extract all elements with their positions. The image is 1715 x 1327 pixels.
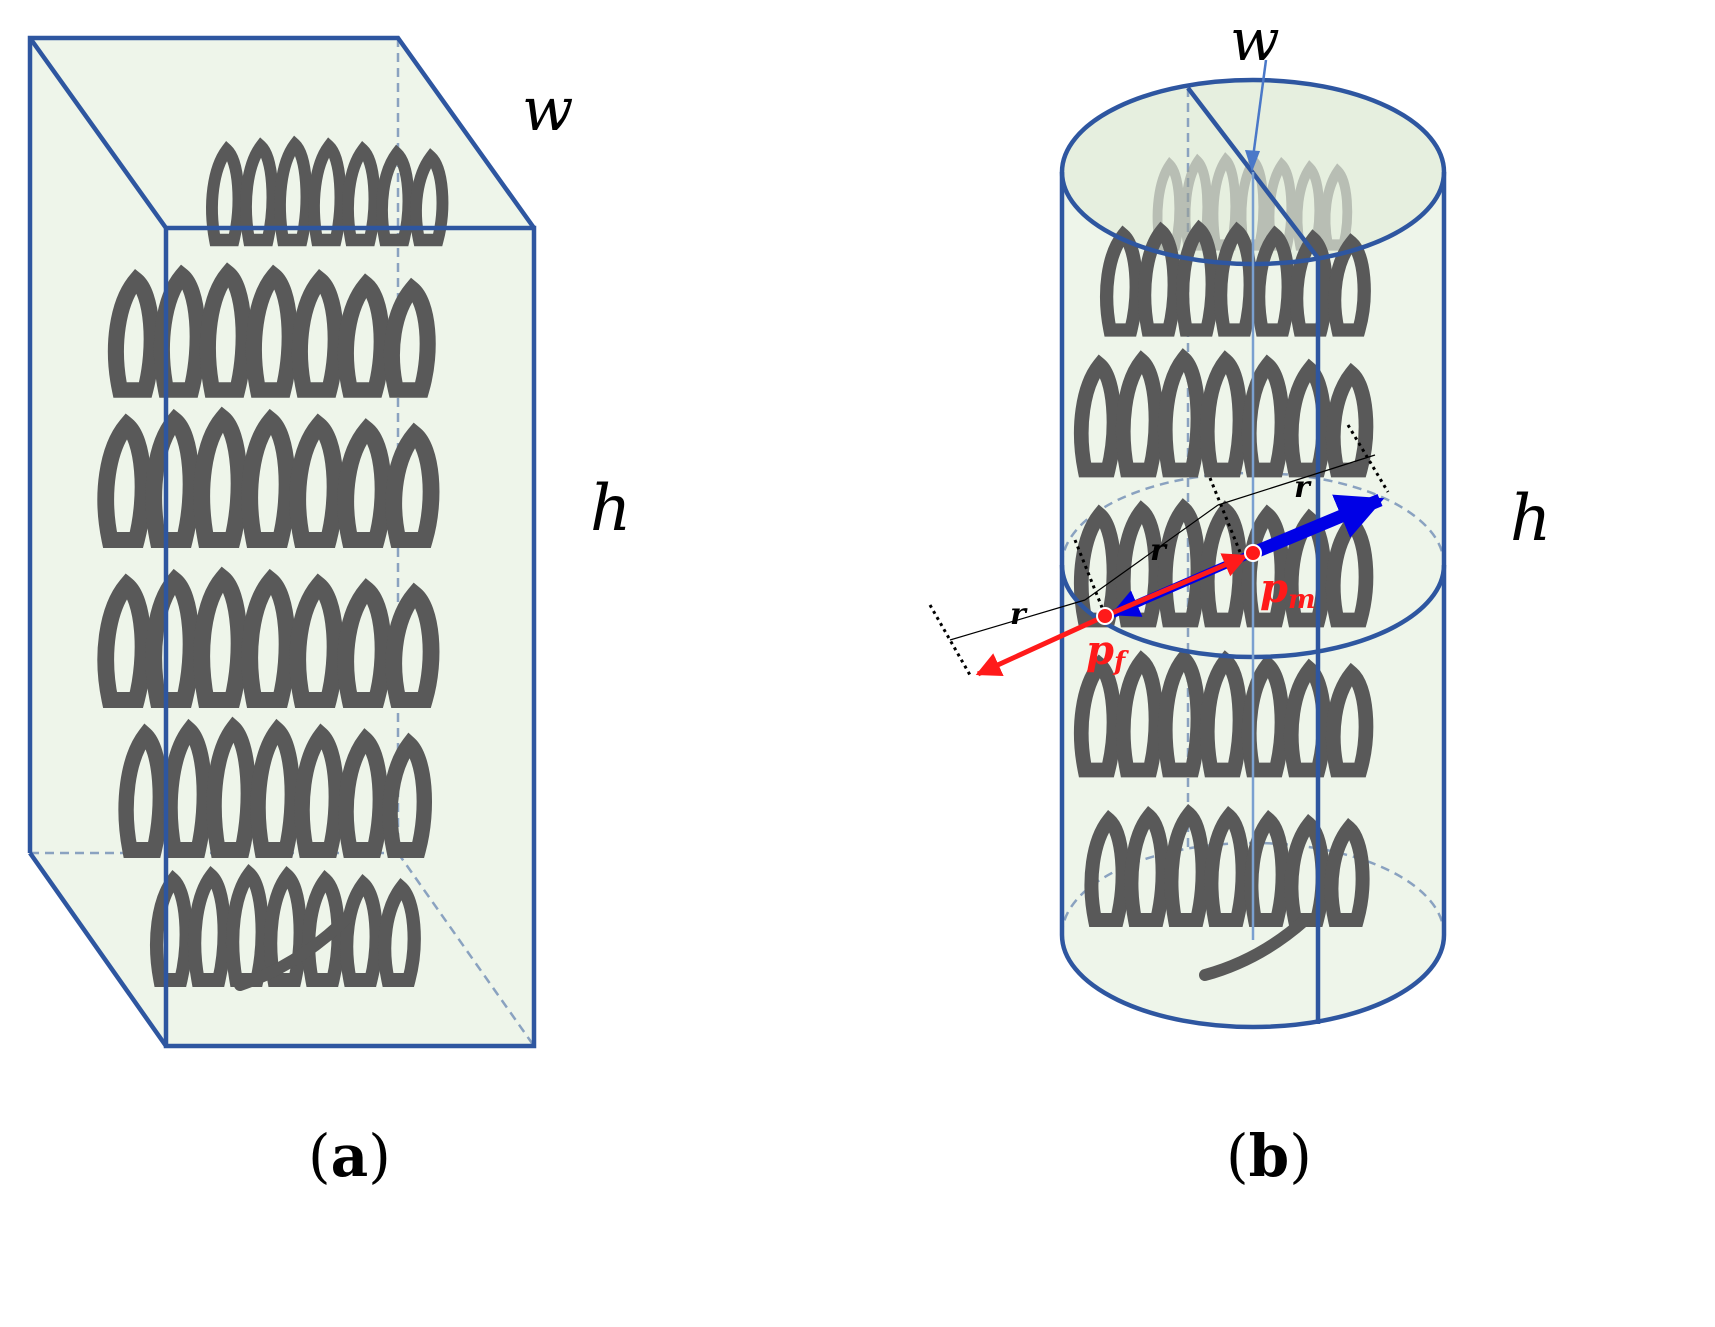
banana-bunch-b [1081, 229, 1366, 981]
point-pf-marker [1096, 607, 1114, 625]
cuboid-top-left-edge [28, 36, 168, 230]
caption-a: (a) [308, 1122, 391, 1190]
red-vector-fruit-to-mid [1104, 553, 1249, 619]
red-vector-fruit-out [975, 613, 1107, 677]
hidden-edge-bottom-right [396, 852, 536, 1047]
width-label-b: w [1230, 6, 1280, 74]
cylinder-diagram: r r r pm pf w h (b) [928, 6, 1551, 1190]
point-pm-label: pm [1260, 565, 1315, 615]
height-label-a: h [590, 472, 631, 546]
width-pointer-b [1250, 59, 1268, 166]
point-pm-marker [1244, 544, 1262, 562]
height-label-b: h [1510, 482, 1551, 556]
blue-vector [1250, 494, 1385, 559]
caption-b: (b) [1226, 1122, 1312, 1190]
radius-label-1: r [1010, 597, 1028, 632]
radius-label-2: r [1150, 533, 1168, 568]
cuboid-left-edges [27, 35, 536, 853]
width-pointer-head [1245, 150, 1260, 172]
radius-dim-line-mid [1084, 504, 1219, 601]
radius-dim-line-near [949, 599, 1086, 641]
width-label-a: w [522, 75, 573, 145]
cylinder-bottom-rim [1059, 934, 1447, 1030]
radius-label-3: r [1294, 470, 1312, 505]
banana-stalk-b [1199, 914, 1311, 981]
radius-tick-4 [1346, 424, 1390, 493]
cuboid-diagram: w h (a) [27, 35, 631, 1190]
cuboid-front-face [163, 225, 537, 1049]
cuboid-bottom-left-edge [28, 851, 168, 1048]
banana-stalk-a [234, 909, 356, 991]
radius-dim-line-far [1217, 454, 1376, 506]
point-pf-label: pf [1086, 627, 1129, 677]
banana-bunch-a [106, 145, 443, 991]
